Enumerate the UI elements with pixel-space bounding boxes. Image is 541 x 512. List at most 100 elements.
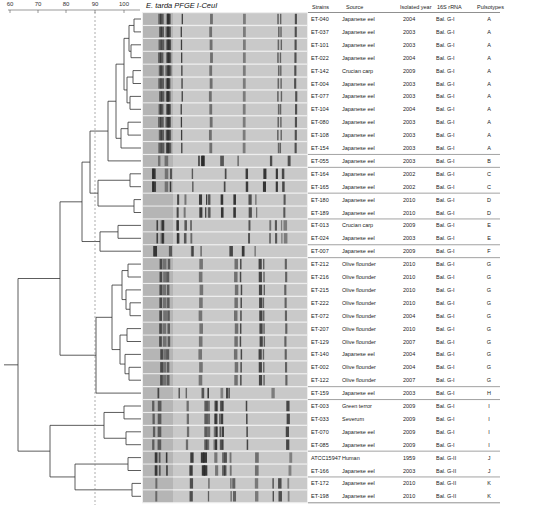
gel-band <box>285 311 287 321</box>
table-rule <box>308 451 500 452</box>
gel-band <box>294 53 296 63</box>
column-header: Source <box>346 3 363 11</box>
gel-band <box>159 465 161 475</box>
source-cell: Japanese eel <box>342 157 375 165</box>
gel-band <box>277 117 279 127</box>
gel-band <box>166 130 168 140</box>
gel-band <box>152 182 154 192</box>
strain-cell: ET-013 <box>311 221 329 229</box>
gel-band <box>181 104 182 114</box>
year-cell: 2010 <box>403 260 415 268</box>
gel-band <box>285 298 287 308</box>
strain-cell: ET-189 <box>311 209 329 217</box>
gel-band <box>166 143 168 153</box>
gel-band <box>246 401 247 411</box>
gel-band <box>168 27 171 37</box>
gel-band <box>189 465 192 475</box>
gel-band <box>184 233 187 243</box>
gel-band <box>177 220 179 230</box>
gel-band <box>201 452 204 462</box>
source-cell: Japanese eel <box>342 80 375 88</box>
gel-band <box>152 401 154 411</box>
gel-band <box>259 323 262 333</box>
year-cell: 2003 <box>403 80 415 88</box>
gel-band <box>166 130 168 140</box>
year-cell: 2002 <box>403 183 415 191</box>
gel-band <box>278 65 280 75</box>
gel-band <box>163 336 167 346</box>
gel-band <box>209 104 212 114</box>
gel-band <box>280 78 281 88</box>
rrna-cell: Bal. G-I <box>436 376 455 384</box>
rrna-cell: Bal. G-I <box>436 428 455 436</box>
gel-lane-shade <box>143 116 173 128</box>
gel-band <box>259 375 262 385</box>
source-cell: Japanese eel <box>342 41 375 49</box>
gel-band <box>221 440 223 450</box>
rrna-cell: Bal. G-I <box>436 80 455 88</box>
gel-band <box>273 491 274 501</box>
gel-band <box>280 14 281 24</box>
gel-lane-shade <box>143 168 173 180</box>
gel-band <box>208 207 210 217</box>
rrna-cell: Bal. G-I <box>436 350 455 358</box>
strain-cell: ET-002 <box>311 363 329 371</box>
source-cell: Olive flounder <box>342 273 376 281</box>
gel-band <box>278 78 280 88</box>
pulsotype-cell: G <box>487 376 491 384</box>
gel-band <box>208 491 209 501</box>
gel-lane-shade <box>143 284 173 296</box>
gel-band <box>285 349 287 359</box>
gel-band <box>284 194 286 204</box>
gel-band <box>230 478 232 488</box>
gel-lane-shade <box>143 78 173 90</box>
gel-band <box>249 207 252 217</box>
year-cell: 2007 <box>403 338 415 346</box>
column-header: Isolated year <box>400 3 432 11</box>
gel-band <box>241 285 242 295</box>
gel-lane <box>143 426 307 438</box>
gel-band <box>199 323 203 333</box>
pulsotype-cell: A <box>487 54 491 62</box>
gel-band <box>208 478 209 488</box>
gel-band <box>167 53 169 63</box>
gel-band <box>263 349 264 359</box>
rrna-cell: Bal. G-I <box>436 92 455 100</box>
gel-band <box>233 194 236 204</box>
gel-band <box>166 452 168 462</box>
rrna-cell: Bal. G-I <box>436 28 455 36</box>
rrna-cell: Bal. G-I <box>436 209 455 217</box>
gel-band <box>190 233 192 243</box>
gel-band <box>153 414 155 424</box>
strain-cell: ET-222 <box>311 299 329 307</box>
gel-lane <box>143 452 307 464</box>
gel-lane <box>143 465 307 477</box>
gel-band <box>243 53 246 63</box>
gel-lane <box>143 155 307 167</box>
gel-lane-shade <box>143 233 173 245</box>
pulsotype-cell: A <box>487 67 491 75</box>
gel-band <box>280 27 281 37</box>
dendrogram-branch <box>100 251 141 252</box>
dendrogram-branch <box>75 489 132 490</box>
dendrogram-branch <box>122 270 128 271</box>
gel-band <box>160 362 163 372</box>
gel-lane <box>143 310 307 322</box>
gel-band <box>159 311 162 321</box>
dendrogram-branch <box>124 418 141 419</box>
dendrogram-branch <box>50 425 104 426</box>
year-cell: 2004 <box>403 105 415 113</box>
gel-band <box>199 259 203 269</box>
year-cell: 2003 <box>403 118 415 126</box>
pulsotype-cell: G <box>487 286 491 294</box>
dendrogram-branch <box>132 496 141 497</box>
source-cell: Japanese eel <box>342 196 375 204</box>
year-cell: 2010 <box>403 325 415 333</box>
gel-band <box>165 27 167 37</box>
pulsotype-cell: A <box>487 80 491 88</box>
pulsotype-cell: I <box>488 441 490 449</box>
gel-band <box>159 65 162 75</box>
gel-band <box>254 246 256 256</box>
year-cell: 2010 <box>403 209 415 217</box>
